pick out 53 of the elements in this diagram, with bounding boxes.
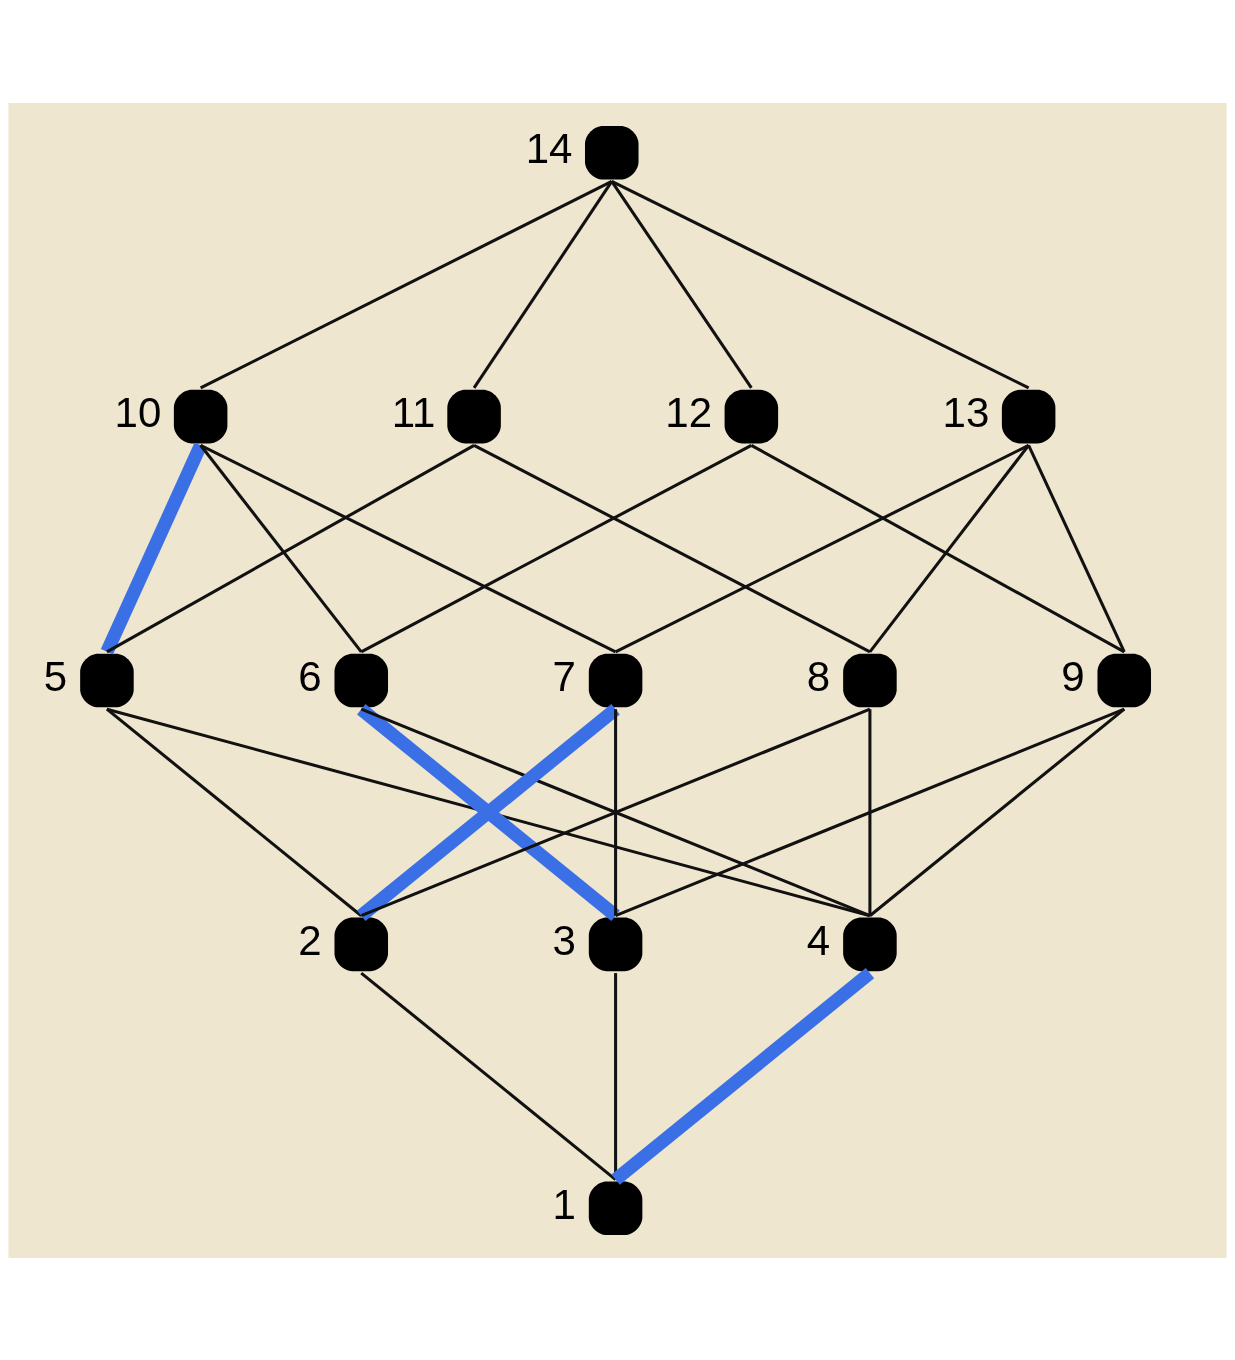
connector <box>360 707 871 917</box>
connector <box>472 180 614 389</box>
connector <box>106 707 871 917</box>
node-circle <box>447 389 501 443</box>
node-label: 6 <box>298 652 322 700</box>
connector <box>611 179 1030 389</box>
node-label: 2 <box>298 916 322 964</box>
node-circle <box>334 653 389 707</box>
connector <box>199 179 613 389</box>
node-circle <box>585 125 639 179</box>
connector <box>100 442 207 655</box>
connector <box>614 443 1030 653</box>
node-circle <box>1097 653 1151 707</box>
connector <box>750 443 1125 653</box>
connector <box>868 443 1030 653</box>
node-label: 12 <box>665 388 713 436</box>
node-circle <box>173 389 228 443</box>
node-label: 13 <box>942 388 990 436</box>
node-label: 7 <box>552 652 576 700</box>
node-circle <box>843 917 897 971</box>
node-label: 14 <box>525 124 573 172</box>
node-circle <box>588 653 643 707</box>
node-circle <box>1001 389 1056 443</box>
node-circle <box>588 1181 643 1235</box>
connector <box>610 180 753 389</box>
connector <box>106 443 475 653</box>
connector <box>105 707 363 917</box>
connector <box>473 443 871 653</box>
node-label: 3 <box>552 916 576 964</box>
node-label: 4 <box>806 916 831 964</box>
connector <box>199 443 363 653</box>
connector <box>199 443 617 653</box>
node-circle <box>724 389 779 443</box>
node-circle <box>334 917 389 971</box>
node-label: 8 <box>806 652 831 700</box>
connector <box>360 971 617 1181</box>
node-label: 1 <box>552 1180 576 1228</box>
node-label: 10 <box>114 388 162 436</box>
connector <box>360 443 753 653</box>
connector <box>868 707 1126 917</box>
connector <box>868 708 872 916</box>
node-circle <box>588 917 643 971</box>
node-label: 9 <box>1061 652 1085 700</box>
connector <box>614 708 618 916</box>
node-circle <box>80 653 134 707</box>
connector <box>614 972 618 1180</box>
node-circle <box>843 653 897 707</box>
connector <box>615 707 1125 917</box>
connector <box>611 967 875 1185</box>
connector <box>357 703 620 921</box>
connector <box>1027 444 1126 652</box>
node-label: 11 <box>391 388 436 436</box>
node-label: 5 <box>43 652 68 700</box>
